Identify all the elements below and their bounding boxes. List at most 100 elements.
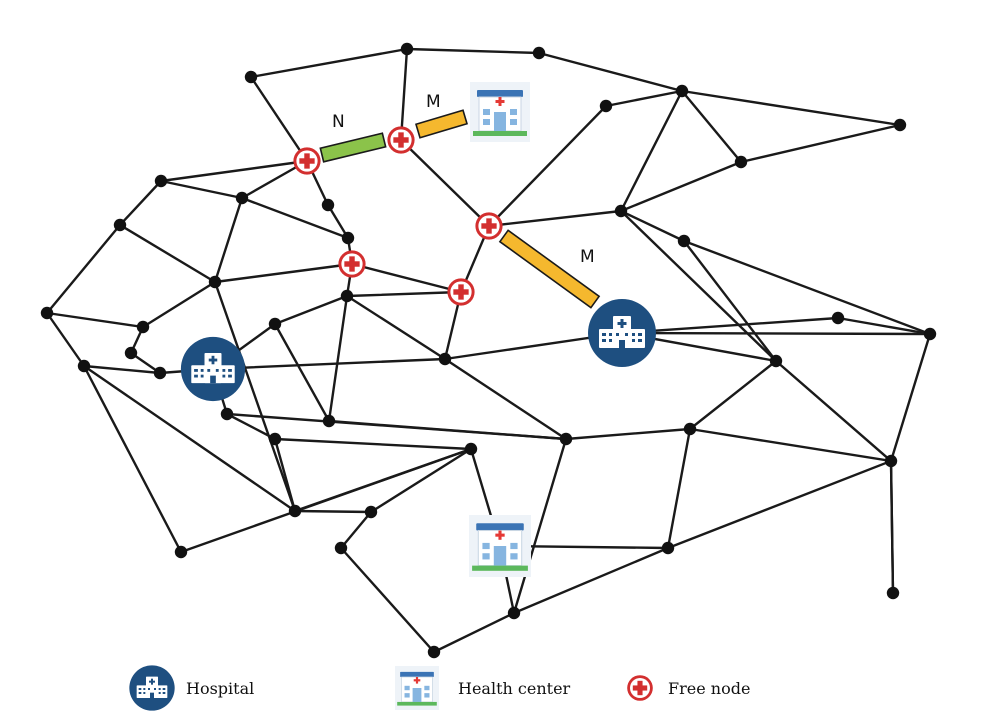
hospital-icon [588, 299, 656, 367]
network-node [884, 454, 898, 468]
segment-m-top [415, 109, 468, 139]
hospital-icon [129, 665, 175, 711]
edge [350, 262, 463, 294]
free-node-icon [293, 147, 321, 175]
network-node [124, 346, 138, 360]
free-node-icon [447, 278, 475, 306]
network-node [322, 414, 336, 428]
edge [564, 427, 692, 441]
network-node [174, 545, 188, 559]
edge [293, 447, 473, 513]
edge [273, 437, 473, 451]
edge [369, 447, 473, 514]
edge [273, 437, 297, 513]
network-node [661, 541, 675, 555]
edge [405, 47, 541, 55]
edge [619, 209, 686, 243]
edge [682, 239, 932, 336]
legend-hospital: Hospital [128, 664, 254, 712]
edge [537, 51, 684, 93]
edge [512, 546, 670, 615]
edge [604, 89, 684, 108]
edge [213, 280, 297, 513]
network-node [364, 505, 378, 519]
edge [512, 437, 568, 615]
network-node [438, 352, 452, 366]
edge [345, 294, 447, 361]
network-node [769, 354, 783, 368]
edge [225, 412, 277, 441]
legend-hospital-label: Hospital [186, 678, 255, 698]
edge [45, 311, 86, 368]
edge [619, 209, 778, 363]
network-node [153, 366, 167, 380]
edge [273, 322, 331, 423]
segment-label-n: N [332, 112, 345, 132]
edge [688, 359, 778, 431]
network-node [923, 327, 937, 341]
edge [249, 47, 409, 79]
network-node [400, 42, 414, 56]
network-node [831, 311, 845, 325]
network-node [268, 432, 282, 446]
network-nodes [40, 42, 937, 659]
legend-free-node-label: Free node [668, 678, 751, 698]
health-center-icon [394, 666, 440, 710]
edge [326, 203, 350, 240]
network-node [893, 118, 907, 132]
network-node [886, 586, 900, 600]
network-node [244, 70, 258, 84]
edge [293, 509, 373, 514]
network-node [40, 306, 54, 320]
highlighted-segments [319, 109, 601, 309]
edge [159, 159, 309, 183]
edge [345, 290, 463, 298]
network-node [235, 191, 249, 205]
edge [889, 459, 895, 595]
network-node [507, 606, 521, 620]
edge [680, 89, 902, 127]
network-node [464, 442, 478, 456]
network-node [559, 432, 573, 446]
network-node [427, 645, 441, 659]
network-node [340, 289, 354, 303]
edge [682, 239, 778, 363]
edge [249, 75, 309, 163]
network-node [288, 504, 302, 518]
network-node [334, 541, 348, 555]
edge [399, 47, 409, 142]
edge [666, 427, 692, 550]
edge [774, 359, 893, 463]
edge [889, 332, 932, 463]
free-node-icon [475, 212, 503, 240]
legend-health-center: Health center [394, 666, 570, 710]
segment-label-m-top: M [426, 92, 441, 112]
network-node [734, 155, 748, 169]
edge [688, 427, 893, 463]
edge [666, 459, 893, 550]
edge [339, 546, 436, 654]
free-node-icon [627, 675, 653, 701]
edge [45, 311, 145, 329]
network-node [268, 317, 282, 331]
network-node [113, 218, 127, 232]
edge [118, 179, 163, 227]
free-node-icon [387, 126, 415, 154]
edge [443, 357, 568, 441]
edge [141, 280, 217, 329]
edge [680, 89, 743, 164]
edge [619, 89, 684, 213]
network-node [220, 407, 234, 421]
edge [339, 510, 373, 550]
edge [487, 104, 608, 228]
segment-n [319, 132, 387, 163]
network-node [77, 359, 91, 373]
network-edges [45, 47, 932, 654]
edge [620, 331, 932, 336]
health-center-icon [469, 82, 531, 142]
edge [399, 138, 491, 228]
edge [619, 160, 743, 213]
hospital-icon [180, 336, 246, 402]
segment-label-m-right: M [580, 247, 595, 267]
free-node-icon [338, 250, 366, 278]
